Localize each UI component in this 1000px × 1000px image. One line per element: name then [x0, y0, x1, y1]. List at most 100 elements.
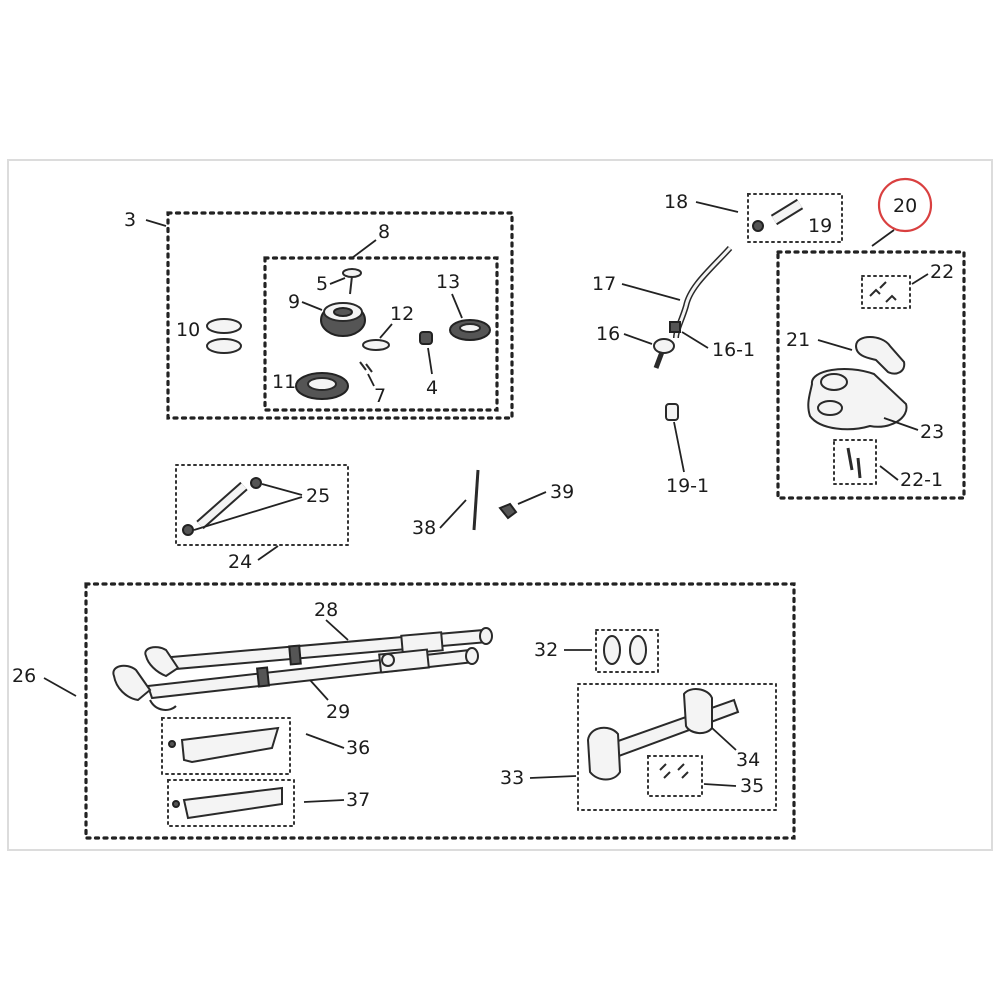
- callout-23[interactable]: 23: [920, 421, 944, 443]
- callout-16-1[interactable]: 16-1: [712, 339, 755, 361]
- callout-5[interactable]: 5: [316, 273, 328, 295]
- callout-34[interactable]: 34: [736, 749, 760, 771]
- leader-39: [517, 491, 547, 505]
- group-box-36: [161, 717, 291, 775]
- part-5-bolt[interactable]: [342, 268, 362, 295]
- callout-26[interactable]: 26: [12, 665, 36, 687]
- leader-34: [711, 727, 737, 751]
- part-4-nut[interactable]: [419, 331, 433, 345]
- fork-axle-brackets[interactable]: [112, 646, 180, 711]
- part-17-brake-hose[interactable]: [673, 245, 733, 339]
- part-34-collar[interactable]: [682, 688, 713, 734]
- callout-9[interactable]: 9: [288, 291, 300, 313]
- callout-21[interactable]: 21: [786, 329, 810, 351]
- leader-38: [439, 499, 467, 529]
- leader-23: [883, 417, 919, 431]
- leader-26: [43, 677, 77, 697]
- part-13-seal[interactable]: [449, 319, 491, 341]
- group-box-3: [166, 211, 514, 420]
- callout-22[interactable]: 22: [930, 261, 954, 283]
- group-box-20: [776, 250, 966, 500]
- part-21-upper-clamp[interactable]: [854, 336, 906, 375]
- part-7-clip[interactable]: [359, 361, 373, 373]
- leader-13: [451, 293, 463, 319]
- leader-4: [427, 347, 433, 375]
- group-box-26: [84, 582, 796, 840]
- group-box-32: [595, 629, 659, 673]
- callout-36[interactable]: 36: [346, 737, 370, 759]
- part-19-1-washer[interactable]: [665, 403, 679, 421]
- callout-29[interactable]: 29: [326, 701, 350, 723]
- leader-5: [329, 277, 346, 285]
- callout-19[interactable]: 19: [808, 215, 832, 237]
- callout-17[interactable]: 17: [592, 273, 616, 295]
- leader-18: [695, 201, 739, 213]
- part-29-fork-tube-lower[interactable]: [146, 647, 479, 700]
- part-38-cable-tie[interactable]: [472, 469, 480, 531]
- part-39-clip[interactable]: [498, 502, 518, 520]
- callout-20[interactable]: 20: [893, 195, 917, 217]
- leader-3: [145, 219, 167, 227]
- part-36-fork-guard[interactable]: [168, 726, 280, 764]
- callout-3[interactable]: 3: [124, 209, 136, 231]
- callout-18[interactable]: 18: [664, 191, 688, 213]
- part-28-fork-tube-upper[interactable]: [158, 627, 493, 672]
- callout-10[interactable]: 10: [176, 319, 200, 341]
- part-11-bearing-race[interactable]: [295, 372, 349, 400]
- leader-33: [529, 775, 577, 779]
- leader-16: [623, 333, 653, 345]
- leader-17: [621, 283, 681, 301]
- leader-24: [257, 545, 279, 561]
- part-24-axle[interactable]: [196, 481, 248, 530]
- leader-28: [325, 619, 349, 641]
- part-37-fork-guard[interactable]: [172, 786, 283, 820]
- part-12-o-ring[interactable]: [362, 339, 390, 351]
- group-box-22: [861, 275, 911, 309]
- group-box-35: [647, 755, 703, 797]
- leader-29: [309, 679, 329, 701]
- callout-16[interactable]: 16: [596, 323, 620, 345]
- callout-38[interactable]: 38: [412, 517, 436, 539]
- leader-25-a: [261, 483, 303, 496]
- part-32-fork-caps[interactable]: [603, 635, 647, 665]
- callout-13[interactable]: 13: [436, 271, 460, 293]
- part-35-bolts[interactable]: [659, 763, 689, 779]
- callout-28[interactable]: 28: [314, 599, 338, 621]
- callout-7[interactable]: 7: [374, 385, 386, 407]
- part-22-bolts[interactable]: [869, 281, 897, 303]
- leader-16-1: [681, 331, 709, 349]
- callout-11[interactable]: 11: [272, 371, 296, 393]
- callout-39[interactable]: 39: [550, 481, 574, 503]
- callout-12[interactable]: 12: [390, 303, 414, 325]
- part-23-lower-clamp[interactable]: [807, 368, 908, 431]
- part-22-1-bolts[interactable]: [846, 447, 862, 479]
- callout-8[interactable]: 8: [378, 221, 390, 243]
- callout-32[interactable]: 32: [534, 639, 558, 661]
- diagram-frame: [7, 159, 993, 851]
- callout-25[interactable]: 25: [306, 485, 330, 507]
- callout-37[interactable]: 37: [346, 789, 370, 811]
- part-16-1-fitting[interactable]: [669, 321, 681, 333]
- callout-24[interactable]: 24: [228, 551, 252, 573]
- callout-22-1[interactable]: 22-1: [900, 469, 943, 491]
- part-25-nut-lower[interactable]: [182, 524, 194, 536]
- part-9-bearing[interactable]: [320, 302, 366, 337]
- leader-36: [305, 733, 345, 749]
- leader-9: [301, 301, 323, 311]
- part-25-nut-upper[interactable]: [250, 477, 262, 489]
- part-16-banjo-bolt[interactable]: [653, 338, 675, 369]
- callout-33[interactable]: 33: [500, 767, 524, 789]
- group-box-22-1: [833, 439, 877, 485]
- callout-4[interactable]: 4: [426, 377, 438, 399]
- part-19-pin[interactable]: [752, 198, 804, 232]
- leader-22: [911, 273, 929, 285]
- highlight-ring-20: [877, 177, 933, 233]
- callout-19-1[interactable]: 19-1: [666, 475, 709, 497]
- callout-35[interactable]: 35: [740, 775, 764, 797]
- part-10-washers[interactable]: [206, 318, 242, 354]
- leader-8: [351, 239, 377, 259]
- group-box-37: [167, 779, 295, 827]
- group-box-19: [747, 193, 843, 243]
